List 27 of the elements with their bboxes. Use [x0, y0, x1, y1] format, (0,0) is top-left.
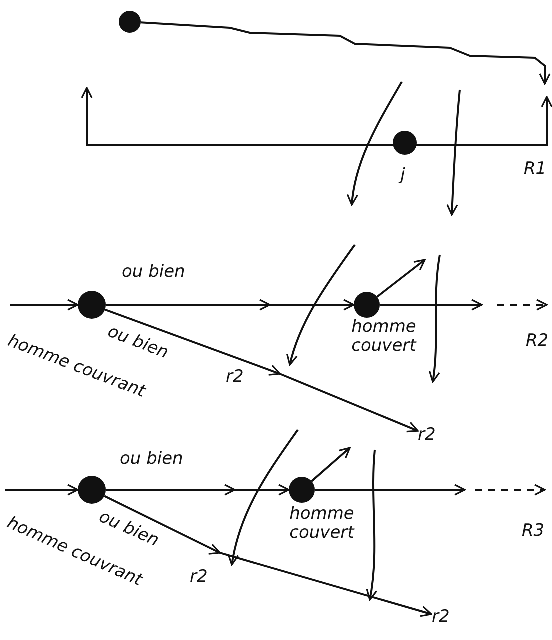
arrow: [380, 299, 483, 311]
dot: [78, 291, 106, 319]
dot: [289, 477, 315, 503]
dot: [119, 11, 141, 33]
axis-label: R3: [522, 522, 545, 541]
axis-label: R1: [524, 160, 547, 179]
arrow: [140, 22, 551, 85]
arrow: [315, 484, 466, 496]
arrow: [106, 484, 289, 496]
arrow: [5, 484, 79, 496]
arrow: [311, 447, 351, 482]
dot: [393, 131, 417, 155]
axis-label: R2: [526, 332, 549, 351]
node-caption: homme couvert: [288, 505, 356, 543]
axis-label: r2: [190, 568, 208, 587]
arrow: [104, 495, 432, 618]
arrow: [106, 299, 354, 311]
arrow: [104, 308, 419, 433]
node-caption: homme couvert: [350, 318, 418, 356]
node-caption: j: [398, 166, 406, 185]
dot: [78, 476, 106, 504]
arrow: [376, 259, 426, 298]
curve-label: r2: [418, 426, 436, 445]
dot: [354, 292, 380, 318]
arrow: [10, 299, 79, 311]
axis-label: r2: [226, 368, 244, 387]
curve-label: r2: [432, 608, 450, 627]
